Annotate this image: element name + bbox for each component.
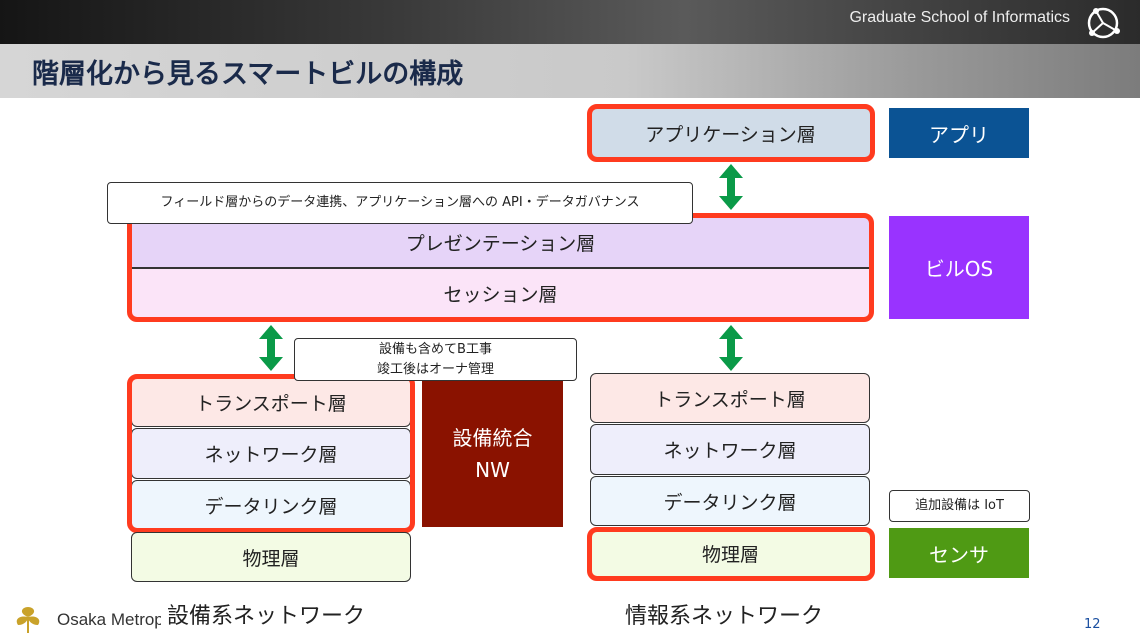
title-bar bbox=[0, 44, 1140, 98]
info-datalink-layer: データリンク層 bbox=[590, 476, 870, 526]
integrated-nw-label2: NW bbox=[475, 458, 510, 482]
facility-network-layer: ネットワーク層 bbox=[131, 428, 411, 479]
facility-datalink-layer: データリンク層 bbox=[131, 480, 411, 530]
university-logo-icon bbox=[1087, 7, 1120, 39]
app-os-double-arrow-icon bbox=[719, 164, 743, 210]
page-number: 12 bbox=[1084, 617, 1101, 632]
iot-note: 追加設備は IoT bbox=[889, 490, 1030, 522]
info-physical-layer: 物理層 bbox=[591, 530, 870, 577]
info-network-layer: ネットワーク層 bbox=[590, 424, 870, 475]
application-highlight-frame bbox=[587, 104, 875, 162]
info-os-double-arrow-icon bbox=[719, 325, 743, 371]
building-os-highlight-frame bbox=[127, 213, 874, 322]
info-application-layer: アプリケーション層 bbox=[591, 108, 870, 158]
integrated-nw-label1: 設備統合 bbox=[452, 426, 533, 450]
org-name: Osaka Metropo bbox=[57, 610, 161, 629]
sensor-tag: センサ bbox=[889, 528, 1029, 578]
info-physical-highlight-frame bbox=[587, 527, 875, 581]
building-os-tag: ビルOS bbox=[889, 216, 1029, 319]
app-tag: アプリ bbox=[889, 108, 1029, 158]
integrated-nw-block: 設備統合 NW bbox=[422, 381, 563, 527]
info-transport-layer: トランスポート層 bbox=[590, 373, 870, 423]
facility-highlight-frame bbox=[127, 374, 415, 533]
facility-os-double-arrow-icon bbox=[259, 325, 283, 371]
building-os-note: フィールド層からのデータ連携、アプリケーション層への API・データガバナンス bbox=[107, 182, 693, 224]
facility-physical-layer: 物理層 bbox=[131, 532, 411, 582]
school-name: Graduate School of Informatics bbox=[849, 9, 1070, 26]
facility-note-line2: 竣工後はオーナ管理 bbox=[376, 361, 494, 377]
iot-note-text: 追加設備は IoT bbox=[915, 498, 1004, 513]
facility-note: 設備も含めてB工事 竣工後はオーナ管理 bbox=[294, 338, 577, 381]
city-emblem-icon bbox=[16, 607, 40, 633]
building-os-note-text: フィールド層からのデータ連携、アプリケーション層への API・データガバナンス bbox=[160, 195, 640, 210]
slide-title: 階層化から見るスマートビルの構成 bbox=[32, 59, 464, 90]
facility-note-line1: 設備も含めてB工事 bbox=[379, 341, 492, 357]
top-banner bbox=[0, 0, 1140, 44]
facility-network-caption: 設備系ネットワーク bbox=[167, 604, 366, 629]
info-network-caption: 情報系ネットワーク bbox=[625, 604, 824, 629]
